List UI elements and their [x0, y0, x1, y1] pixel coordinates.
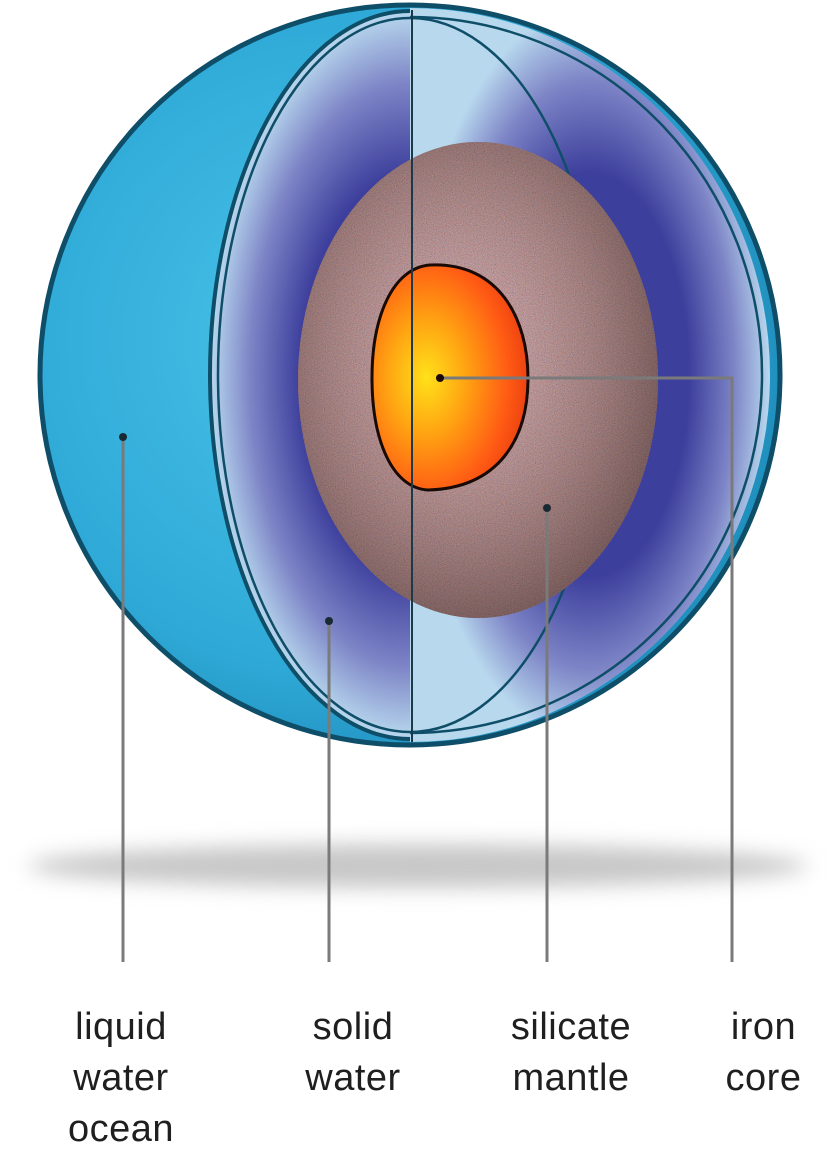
- label-mantle-line-1: silicate: [486, 1002, 656, 1053]
- label-solid-water: solid water: [268, 1002, 438, 1104]
- label-mantle-line-2: mantle: [486, 1053, 656, 1104]
- label-ocean-line-1: liquid: [36, 1002, 206, 1053]
- leader-dot-core: [436, 374, 444, 382]
- leader-dot-solid-water: [325, 617, 333, 625]
- label-solid-line-2: water: [268, 1053, 438, 1104]
- label-liquid-water-ocean: liquid water ocean: [36, 1002, 206, 1155]
- label-core-line-2: core: [700, 1053, 827, 1104]
- label-ocean-line-2: water: [36, 1053, 206, 1104]
- leader-dot-mantle: [543, 504, 551, 512]
- label-ocean-line-3: ocean: [36, 1104, 206, 1155]
- label-solid-line-1: solid: [268, 1002, 438, 1053]
- ground-shadow: [28, 844, 808, 888]
- label-iron-core: iron core: [700, 1002, 827, 1104]
- label-core-line-1: iron: [700, 1002, 827, 1053]
- label-silicate-mantle: silicate mantle: [486, 1002, 656, 1104]
- leader-dot-ocean: [119, 433, 127, 441]
